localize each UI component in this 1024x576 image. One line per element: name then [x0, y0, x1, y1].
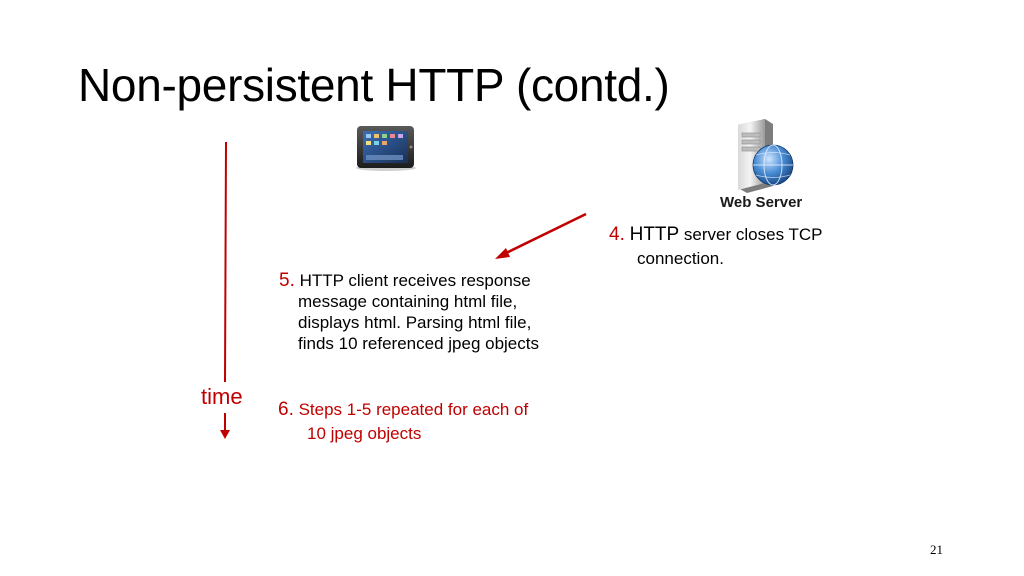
step-4-rest: server closes TCP: [679, 225, 823, 244]
timeline-arrow: [220, 141, 230, 439]
step-5-number: 5.: [279, 270, 295, 291]
step-6-line-1: Steps 1-5 repeated for each of: [293, 400, 529, 419]
step-5-line-4: finds 10 referenced jpeg objects: [298, 334, 539, 353]
web-server-icon: [738, 119, 794, 193]
step-5-line-2: message containing html file,: [298, 292, 518, 311]
step-6-number: 6.: [278, 399, 294, 420]
step-4-lead: HTTP: [629, 224, 680, 245]
slide-title: Non-persistent HTTP (contd.): [78, 59, 670, 111]
step-4-number: 4.: [609, 224, 625, 245]
step-4-text: 4. HTTP server closes TCP connection.: [609, 224, 822, 270]
step-6-text: 6. Steps 1-5 repeated for each of 10 jpe…: [278, 398, 528, 446]
time-label: time: [201, 384, 243, 409]
response-arrow: [495, 212, 587, 259]
web-server-label: Web Server: [720, 194, 803, 211]
step-5-line-3: displays html. Parsing html file,: [298, 313, 532, 332]
tablet-icon: [356, 126, 416, 171]
step-4-continuation: connection.: [637, 249, 724, 268]
step-5-line-1: HTTP client receives response: [294, 271, 531, 290]
step-5-text: 5. HTTP client receives response message…: [279, 270, 539, 354]
step-6-line-2: 10 jpeg objects: [307, 424, 422, 443]
page-number: 21: [930, 542, 943, 557]
